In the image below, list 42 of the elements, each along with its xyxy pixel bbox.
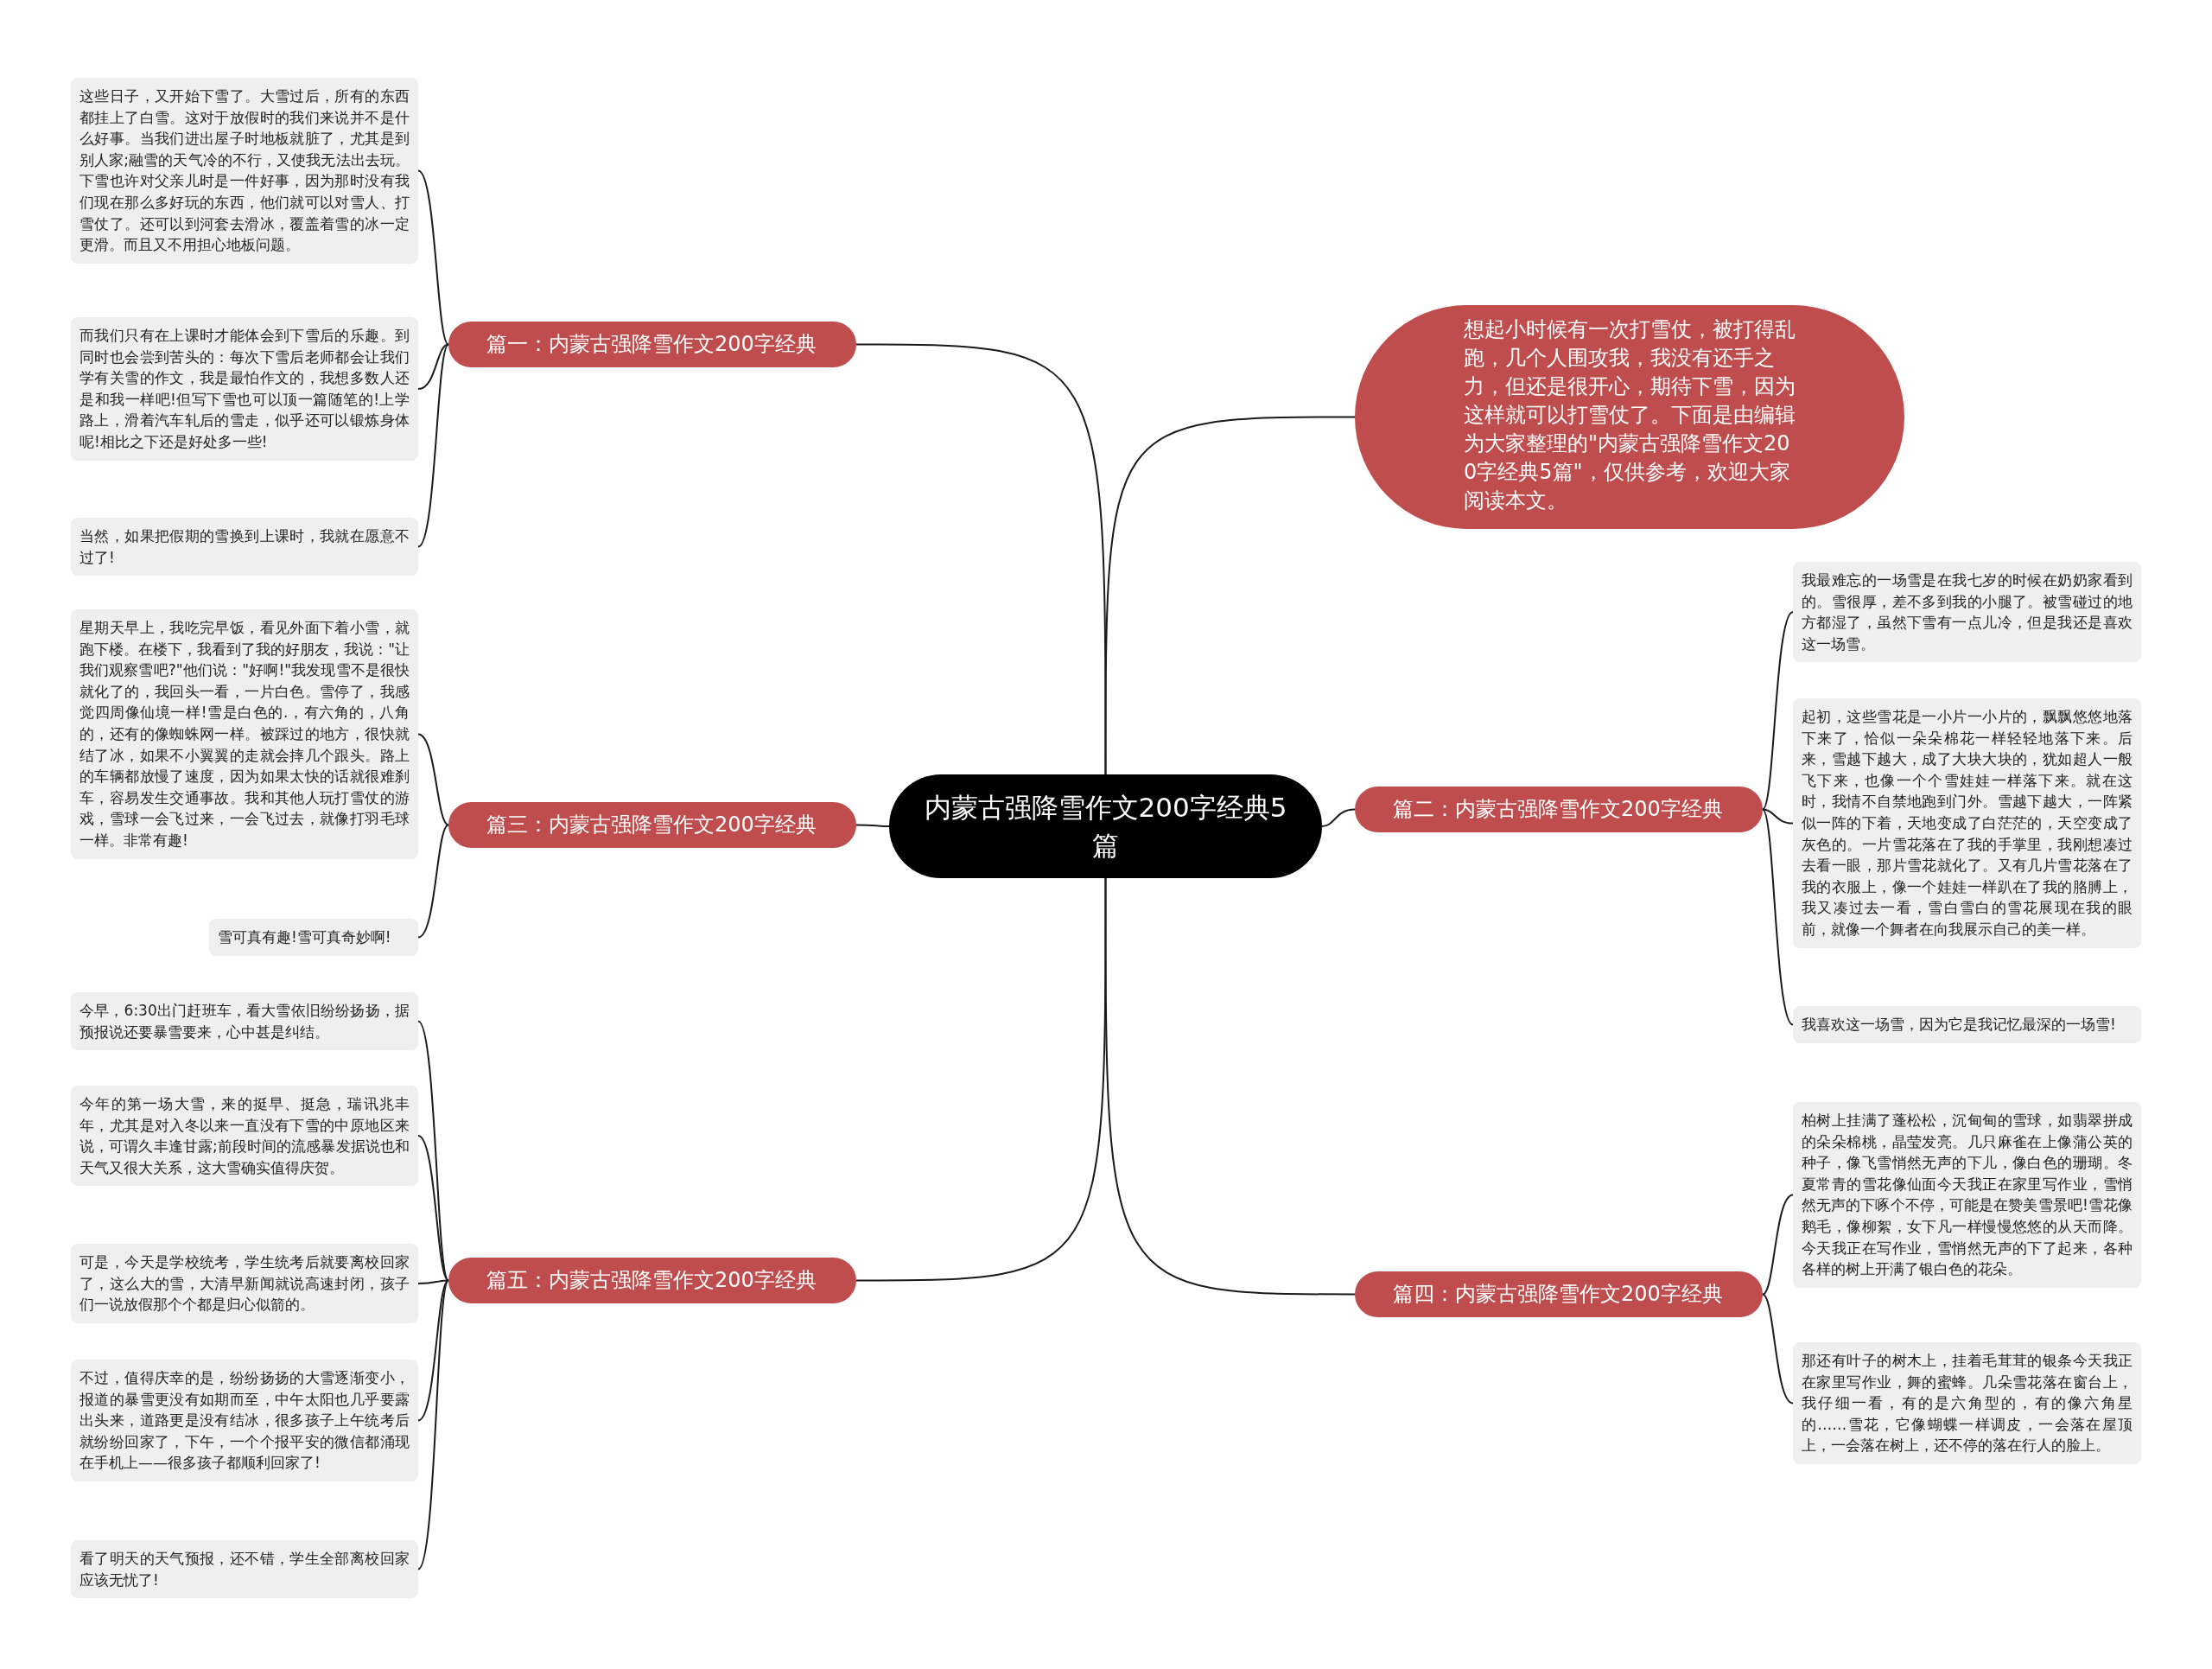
text-card: 可是，今天是学校统考，学生统考后就要离校回家了，这么大的雪，大清早新闻就说高速封闭，孩子们一说放假那个个都是归心似箭的。 [71, 1244, 418, 1323]
connector-line [1104, 416, 1356, 775]
connector-line [417, 1279, 449, 1570]
text-card: 看了明天的天气预报，还不错，学生全部离校回家应该无忧了! [71, 1540, 418, 1599]
text-card: 我最难忘的一场雪是在我七岁的时候在奶奶家看到的。雪很厚，差不多到我的小腿了。被雪碰过的地方都湿了，虽然下雪有一点儿冷，但是我还是喜欢这一场雪。 [1793, 562, 2141, 663]
text-card: 那还有叶子的树木上，挂着毛茸茸的银条今天我正在家里写作业，舞的蜜蜂。几朵雪花落在窗台上，我仔细一看，有的是六角型的，有的像六角星的……雪花，它像蝴蝶一样调皮，一会落在屋顶上，一会落在树上，还不停的落在行人的脸上。 [1793, 1342, 2141, 1464]
connector-line [417, 1279, 449, 1422]
connector-line [417, 343, 449, 548]
connector-line [1104, 877, 1356, 1296]
connector-line [1321, 808, 1356, 827]
connector-line [855, 824, 890, 827]
topic-pill: 篇一：内蒙古强降雪作文200字经典 [448, 322, 856, 367]
text-card: 这些日子，又开始下雪了。大雪过后，所有的东西都挂上了白雪。这对于放假时的我们来说并不是什么好事。当我们进出屋子时地板就脏了，尤其是到别人家;融雪的天气冷的不行，又使我无法出去玩。下雪也许对父亲儿时是一件好事，因为那时没有我们现在那么多好玩的东西，他们就可以对雪人、打雪仗了。还可以到河套去滑冰，覆盖着雪的冰一定更滑。而且又不用担心地板问题。 [71, 78, 418, 264]
text-card: 柏树上挂满了蓬松松，沉甸甸的雪球，如翡翠拼成的朵朵棉桃，晶莹发亮。几只麻雀在上像蒲公英的种子，像飞雪悄然无声的下儿，像白色的珊瑚。冬夏常青的雪花像仙面今天我正在家里写作业，雪悄然无声的下啄个不停，可能是在赞美雪景吧!雪花像鹅毛，像柳絮，女下凡一样慢慢悠悠的从天而降。今天我正在写作业，雪悄然无声的下了起来，各种各样的树上开满了银白色的花朵。 [1793, 1102, 2141, 1288]
connector-line [1762, 611, 1794, 811]
text-card: 不过，值得庆幸的是，纷纷扬扬的大雪逐渐变小，报道的暴雪更没有如期而至，中午太阳也几乎要露出头来，道路更是没有结冰，很多孩子上午统考后就纷纷回家了，下午，一个个报平安的微信都涌现在手机上——很多孩子都顺利回家了! [71, 1360, 418, 1481]
text-card: 星期天早上，我吃完早饭，看见外面下着小雪，就跑下楼。在楼下，我看到了我的好朋友，我说："让我们观察雪吧?"他们说："好啊!"我发现雪不是很快就化了的，我回头一看，一片白色。雪停了，我感觉四周像仙境一样!雪是白色的.，有六角的，八角的，还有的像蜘蛛网一样。被踩过的地方，很快就结了冰，如果不小翼翼的走就会摔几个跟头。路上的车辆都放慢了速度，因为如果太快的话就很难刹车，容易发生交通事故。我和其他人玩打雪仗的游戏，雪球一会飞过来，一会飞过去，就像打羽毛球一样。非常有趣! [71, 609, 418, 859]
connector-line [417, 169, 449, 346]
text-card: 我喜欢这一场雪，因为它是我记忆最深的一场雪! [1793, 1006, 2141, 1043]
text-card: 今年的第一场大雪，来的挺早、挺急，瑞讯兆丰年，尤其是对入冬以来一直没有下雪的中原地区来说，可谓久丰逢甘露;前段时间的流感暴发据说也和天气又很大关系，这大雪确实值得庆贺。 [71, 1086, 418, 1187]
intro-bubble: 想起小时候有一次打雪仗，被打得乱跑，几个人围攻我，我没有还手之力，但还是很开心，期待下雪，因为这样就可以打雪仗了。下面是由编辑为大家整理的"内蒙古强降雪作文200字经典5篇"，仅供参考，欢迎大家阅读本文。 [1355, 305, 1904, 529]
connector-line [1762, 1293, 1794, 1405]
connector-line [417, 343, 449, 390]
text-card: 起初，这些雪花是一小片一小片的，飘飘悠悠地落下来了，恰似一朵朵棉花一样轻轻地落下来。后来，雪越下越大，成了大块大块的，犹如超人一般飞下来，也像一个个雪娃娃一样落下来。就在这时，我情不自禁地跑到门外。雪越下越大，一阵紧似一阵的下着，天地变成了白茫茫的，天空变成了灰色的。一片雪花落在了我的手掌里，我刚想凑过去看一眼，那片雪花就化了。又有几片雪花落在了我的衣服上，像一个娃娃一样趴在了我的胳膊上，我又凑过去一看，雪白雪白的雪花展现在我的眼前，就像一个舞者在向我展示自己的美一样。 [1793, 698, 2141, 948]
topic-pill: 篇三：内蒙古强降雪作文200字经典 [448, 802, 856, 848]
topic-pill: 篇五：内蒙古强降雪作文200字经典 [448, 1258, 856, 1303]
text-card: 而我们只有在上课时才能体会到下雪后的乐趣。到同时也会尝到苦头的：每次下雪后老师都会让我们学有关雪的作文，我是最怕作文的，我想多数人还是和我一样吧!但写下雪也可以顶一篇随笔的!上学路上，滑着汽车轧后的雪走，似乎还可以锻炼身体呢!相比之下还是好处多一些! [71, 317, 418, 461]
text-card: 当然，如果把假期的雪换到上课时，我就在愿意不过了! [71, 518, 418, 577]
connector-line [1762, 1194, 1794, 1296]
text-card: 今早，6:30出门赶班车，看大雪依旧纷纷扬扬，据预报说还要暴雪要来，心中甚是纠结。 [71, 992, 418, 1051]
connector-line [417, 733, 449, 826]
connector-line [417, 1279, 449, 1284]
text-card: 雪可真有趣!雪可真奇妙啊! [209, 919, 418, 956]
connector-line [417, 824, 449, 939]
central-topic: 内蒙古强降雪作文200字经典5篇 [889, 774, 1322, 878]
connector-line [1762, 808, 1794, 825]
connector-line [855, 877, 1107, 1282]
connector-line [855, 343, 1107, 775]
topic-pill: 篇二：内蒙古强降雪作文200字经典 [1355, 787, 1763, 832]
connector-line [1762, 808, 1794, 1026]
topic-pill: 篇四：内蒙古强降雪作文200字经典 [1355, 1271, 1763, 1317]
connector-line [417, 1135, 449, 1282]
